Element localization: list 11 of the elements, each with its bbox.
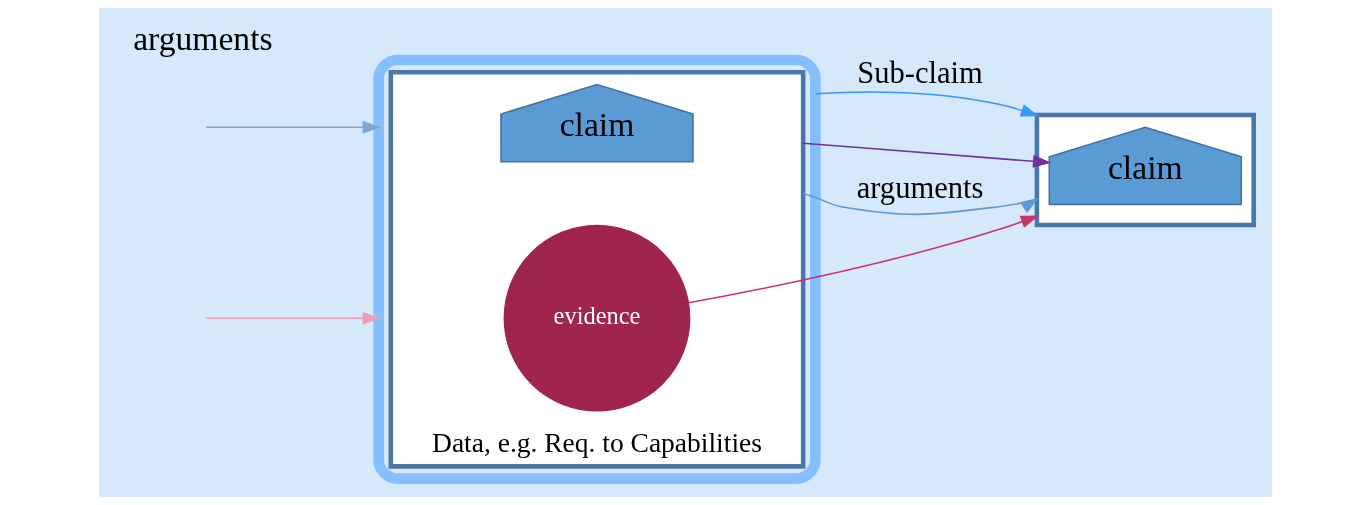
- node-circle: evidence: [503, 224, 690, 412]
- arrow: [801, 192, 1039, 216]
- edge-label: Sub-claim: [856, 55, 983, 90]
- edge-label: arguments: [856, 170, 983, 205]
- label: arguments: [132, 20, 273, 58]
- arrow: [801, 142, 1051, 168]
- cluster: [1034, 112, 1256, 228]
- arrow: [204, 311, 381, 325]
- arrow: [687, 215, 1039, 304]
- arrow: [204, 120, 381, 134]
- arrow: [814, 91, 1039, 117]
